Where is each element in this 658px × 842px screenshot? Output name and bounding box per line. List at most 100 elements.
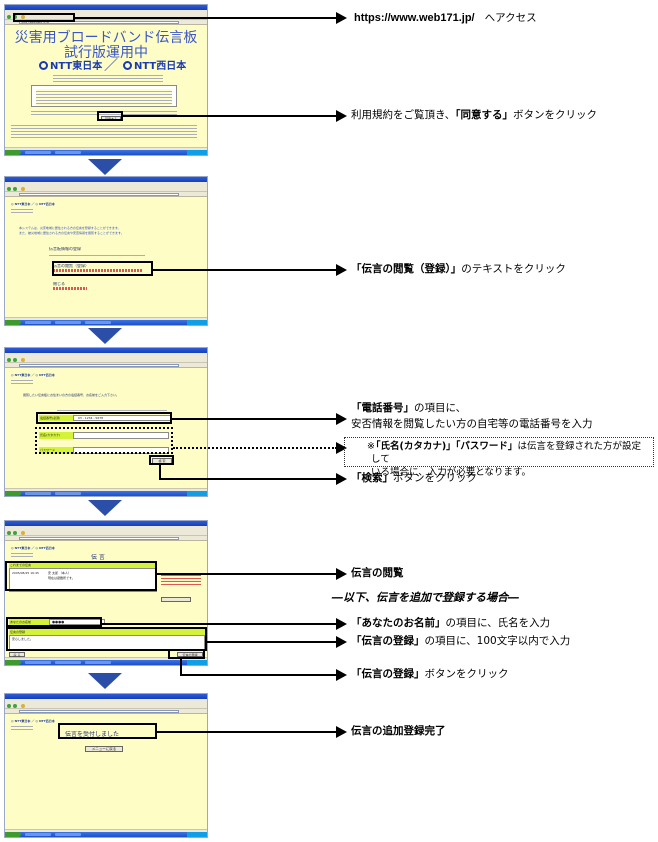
ntt-small-logo: ◎ NTT東日本 ／ ◎ NTT西日本: [11, 546, 55, 550]
arrow-head: [336, 568, 347, 580]
arrow-connector: [159, 465, 161, 479]
next-step-arrow: [88, 500, 122, 516]
message-register-label: 伝言の登録: [9, 629, 205, 635]
optional-fields-note: ※「氏名(カタカナ)」「パスワード」は伝言を登録された方が設定している場合に、入…: [344, 437, 654, 478]
next-step-arrow: [88, 159, 122, 175]
arrow-head: [336, 264, 347, 276]
arrow-line: [157, 573, 337, 575]
next-step-arrow: [88, 673, 122, 689]
terms-text: [31, 109, 177, 117]
next-step-arrow: [88, 328, 122, 344]
dotted-arrow-line: [173, 447, 337, 449]
start-button: [5, 832, 21, 837]
name-input[interactable]: [73, 432, 169, 439]
back-button[interactable]: 戻 る: [9, 652, 25, 657]
page-title-line1: 災害用ブロードバンド伝言板: [14, 30, 198, 46]
message-instruction: 「伝言の登録」の項目に、100文字以内で入力: [351, 635, 571, 647]
arrow-head: [336, 110, 347, 122]
phone-instruction: 「電話番号」の項目に、: [351, 402, 467, 414]
highlight-register-button: [168, 649, 205, 659]
arrow-line: [75, 17, 337, 19]
your-name-input[interactable]: ●●●●: [49, 619, 105, 625]
highlight-agree-button: [97, 111, 123, 121]
start-button: [5, 150, 21, 155]
register-heading: 伝言板情報の登録: [49, 247, 81, 251]
address-bar[interactable]: https://www.web171.jp/: [19, 21, 179, 24]
ntt-small-logo: ◎ NTT東日本 ／ ◎ NTT西日本: [11, 373, 55, 377]
arrow-line: [153, 269, 337, 271]
arrow-head: [336, 12, 347, 24]
search-prompt: 閲覧したい伝言板にお住まいの方の電話番号、お名前をご入力下さい。: [23, 393, 120, 397]
url-instruction: https://www.web171.jp/ へアクセス: [354, 12, 537, 24]
complete-instruction: 伝言の追加登録完了: [351, 725, 446, 737]
arrow-line: [180, 674, 337, 676]
arrow-head: [336, 636, 347, 648]
message-page-title: 伝 言: [91, 554, 105, 561]
arrow-head: [336, 413, 347, 425]
highlight-phone-field: [36, 412, 172, 424]
browser-screenshot-4: ◎ NTT東日本 ／ ◎ NTT西日本 伝 言 これまでの伝言 2005/08/…: [4, 520, 208, 666]
name-label: 氏名(カタカナ): [39, 432, 73, 439]
intro-line-2: また、被災地域に居住される方の伝言や安否情報を閲覧することができます。: [19, 231, 124, 235]
back-to-menu-button[interactable]: メニューに戻る: [85, 746, 123, 752]
arrow-head: [336, 473, 347, 485]
password-label: パスワード: [39, 447, 73, 454]
arrow-line: [172, 418, 337, 420]
arrow-head: [336, 669, 347, 681]
terms-box: [31, 85, 177, 107]
start-button: [5, 491, 21, 496]
highlight-your-name: [6, 617, 102, 627]
highlight-message-register: [6, 627, 207, 651]
highlight-view-link: [52, 261, 153, 276]
additional-register-heading: ―以下、伝言を追加で登録する場合―: [332, 591, 519, 604]
phone-instruction-line2: 安否情報を閲覧したい方の自宅等の電話番号を入力: [351, 418, 593, 430]
start-button: [5, 660, 21, 665]
close-link[interactable]: 閉じる: [53, 282, 65, 286]
highlight-history: [5, 561, 157, 591]
page-title-line2: 試行版運用中: [64, 45, 148, 61]
register-button-instruction: 「伝言の登録」ボタンをクリック: [351, 668, 509, 680]
ntt-logo-icon: [123, 61, 132, 70]
arrow-line: [102, 623, 337, 625]
arrow-connector: [180, 659, 182, 675]
arrow-head: [336, 618, 347, 630]
highlight-search-button: [149, 455, 174, 465]
phone-label: 電話番号(必須): [39, 415, 73, 421]
highlight-optional-fields: [35, 427, 173, 454]
browser-screenshot-2: ◎ NTT東日本 ／ ◎ NTT西日本 本システムは、災害地域に居住される方の伝…: [4, 176, 208, 326]
message-register-button[interactable]: 伝言の登録: [177, 652, 203, 657]
arrow-head: [336, 442, 347, 454]
ntt-small-logo: ◎ NTT東日本 ／ ◎ NTT西日本: [11, 719, 55, 723]
arrow-line: [123, 115, 337, 117]
highlight-accepted: [58, 723, 157, 739]
start-button: [5, 320, 21, 325]
view-link-instruction: 「伝言の閲覧（登録）」のテキストをクリック: [351, 263, 566, 275]
browser-screenshot-1: https://www.web171.jp/ 災害用ブロードバンド伝言板 試行版…: [4, 4, 208, 156]
history-label: これまでの伝言: [9, 562, 157, 568]
highlight-address-bar: [13, 13, 75, 22]
accepted-message: 伝言を受付しました: [65, 731, 120, 738]
your-name-label: あなたのお名前: [9, 619, 49, 625]
intro-line-1: 本システムは、災害地域に居住される方の伝言を登録することができます。: [19, 226, 121, 230]
logo-divider: ／: [104, 58, 118, 74]
view-register-link[interactable]: 伝言の閲覧（登録）: [53, 264, 89, 268]
ntt-west-logo: NTT西日本: [123, 57, 186, 72]
view-instruction: 伝言の閲覧: [351, 567, 404, 579]
agree-instruction: 利用規約をご覧頂き、「同意する」ボタンをクリック: [351, 109, 598, 121]
view-link-note: [53, 269, 143, 272]
arrow-line: [159, 478, 337, 480]
ntt-logo-icon: [39, 61, 48, 70]
arrow-head: [336, 726, 347, 738]
search-instruction: 「検索」ボタンをクリック: [351, 472, 477, 484]
site-name: [11, 207, 33, 214]
ntt-east-logo: NTT東日本: [39, 57, 102, 72]
footer-text: [11, 123, 197, 139]
name-instruction: 「あなたのお名前」の項目に、氏名を入力: [351, 617, 551, 629]
ntt-small-logo: ◎ NTT東日本 ／ ◎ NTT西日本: [11, 202, 55, 206]
notice-text: [53, 73, 163, 83]
browser-screenshot-5: ◎ NTT東日本 ／ ◎ NTT西日本 伝言を受付しました メニューに戻る: [4, 693, 208, 838]
side-button[interactable]: [161, 597, 191, 602]
arrow-line: [207, 641, 337, 643]
arrow-line: [157, 731, 337, 733]
side-note: [161, 573, 201, 585]
